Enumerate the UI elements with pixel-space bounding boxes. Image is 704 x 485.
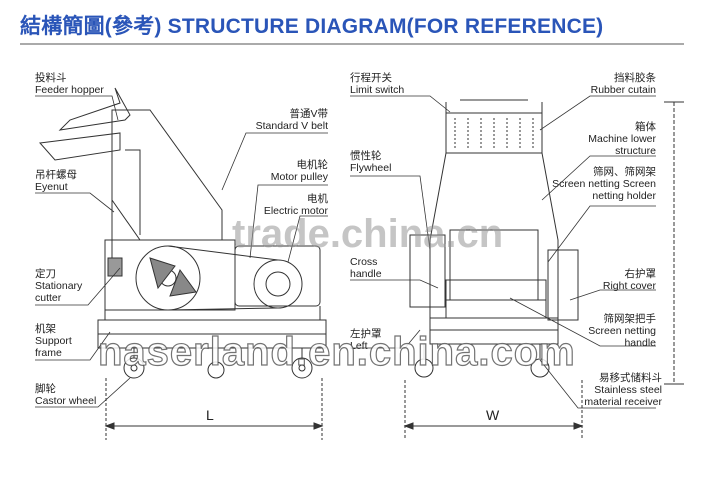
watermark-center: trade.china.cn [232,212,504,256]
label-en: Screen netting Screen netting holder [552,178,656,202]
label-zh: 惯性轮 [350,150,382,162]
label-en: Castor wheel [35,395,97,407]
label-en: Rubber cutain [590,84,656,96]
diagram-title: 結構簡圖(參考) STRUCTURE DIAGRAM(FOR REFERENCE… [20,15,604,38]
label-cross-handle: Cross handle [350,256,400,280]
label-en: Stainless steel material receiver [584,384,662,408]
label-en: Left [350,340,368,352]
label-en: Limit switch [350,84,405,96]
front-view [38,87,327,440]
label-eyenut: 吊杆螺母 Eyenut [35,169,77,193]
label-material-receiver: 易移式储料斗 Stainless steel material receiver [570,372,662,408]
label-zh: 普通V带 [289,108,328,120]
label-zh: 筛网架把手 [603,313,657,325]
label-support-frame: 机架 Support frame [35,323,95,359]
label-en: Screen netting handle [588,325,656,349]
label-zh: 箱体 [635,121,656,133]
side-view [403,99,684,440]
label-electric-motor: 电机 Electric motor [240,193,328,217]
label-zh: 脚轮 [35,383,56,395]
label-screen-netting-handle: 筛网架把手 Screen netting handle [576,313,656,349]
label-machine-lower-structure: 箱体 Machine lower structure [566,121,656,157]
label-zh: 左护罩 [350,328,382,340]
label-zh: 右护罩 [624,268,657,280]
label-zh: 定刀 [35,268,56,280]
label-motor-pulley: 电机轮 Motor pulley [240,159,328,183]
label-zh: 吊杆螺母 [35,169,77,181]
label-zh: 投料斗 [35,72,67,84]
watermark-bottom: naserland.en.china.com [97,329,576,374]
label-flywheel: 惯性轮 Flywheel [350,150,391,174]
label-stationary-cutter: 定刀 Stationary cutter [35,268,105,304]
label-rubber-curtain: 挡料胶条 Rubber cutain [556,72,656,96]
label-screen-netting: 筛网、筛网架 Screen netting Screen netting hol… [540,166,656,202]
label-zh: 挡料胶条 [614,72,656,84]
dimension-width: W [486,407,500,423]
label-zh: 电机轮 [296,159,329,171]
label-en: Right cover [602,280,656,292]
label-castor-wheel: 脚轮 Castor wheel [35,383,96,407]
label-en: Flywheel [350,162,392,174]
label-zh: 电机 [307,193,328,205]
label-en: Electric motor [263,205,328,217]
label-en: Support frame [35,335,72,359]
label-zh: 易移式储料斗 [599,372,662,384]
label-feeder-hopper: 投料斗 Feeder hopper [35,72,104,96]
label-en: Stationary cutter [35,280,83,304]
label-en: Standard V belt [255,120,328,132]
label-limit-switch: 行程开关 Limit switch [350,72,404,96]
label-standard-v-belt: 普通V带 Standard V belt [240,108,328,132]
label-en: Motor pulley [270,171,328,183]
label-zh: 筛网、筛网架 [593,166,656,178]
label-zh: 机架 [35,323,56,335]
dimension-length: L [206,407,214,423]
label-zh: 行程开关 [350,72,392,84]
label-right-cover: 右护罩 Right cover [566,268,656,292]
label-en: Feeder hopper [35,84,104,96]
label-left-cover: 左护罩 Left [350,328,382,352]
label-en: Machine lower structure [588,133,656,157]
label-en: Eyenut [35,181,68,193]
label-en: Cross handle [350,256,382,280]
